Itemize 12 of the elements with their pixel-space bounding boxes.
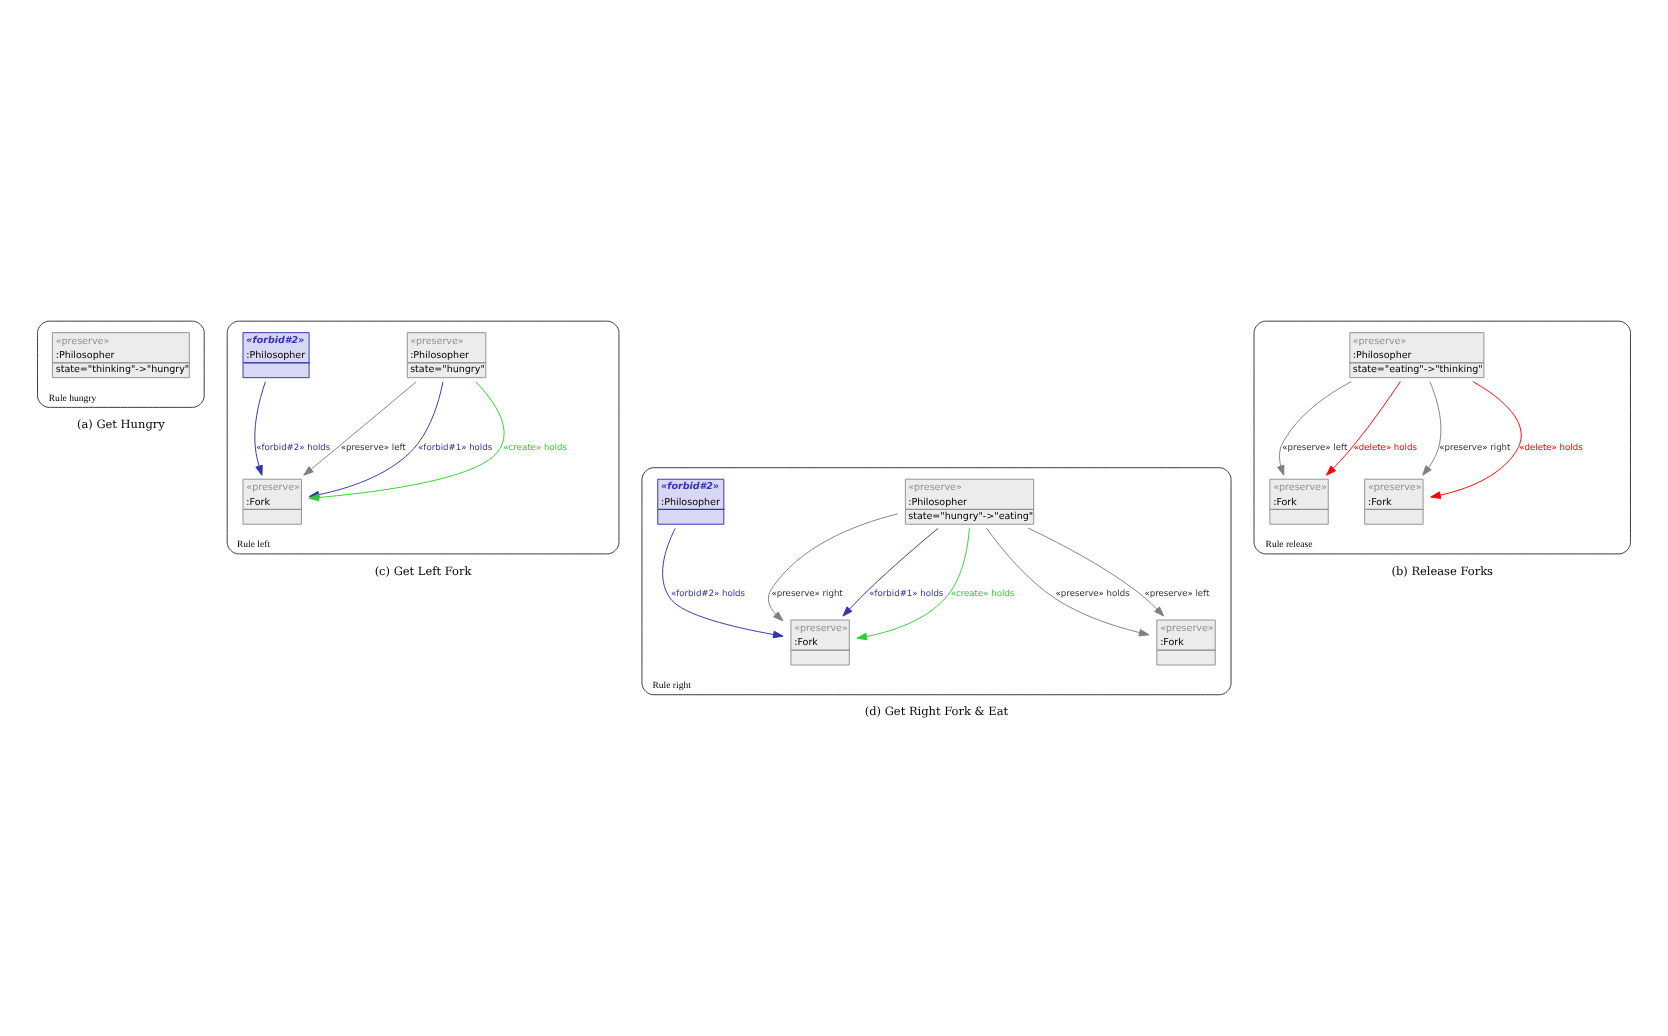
arrow <box>856 527 970 641</box>
arrow <box>1277 381 1352 476</box>
arrow <box>1326 381 1401 476</box>
arrow <box>1027 527 1165 617</box>
arrow <box>1430 381 1522 499</box>
arrow <box>1422 381 1442 476</box>
arrow <box>303 381 417 476</box>
arrow <box>986 527 1150 637</box>
arrow <box>767 513 899 622</box>
arrow <box>662 527 784 639</box>
arrow <box>254 381 266 476</box>
arrow <box>842 527 939 617</box>
